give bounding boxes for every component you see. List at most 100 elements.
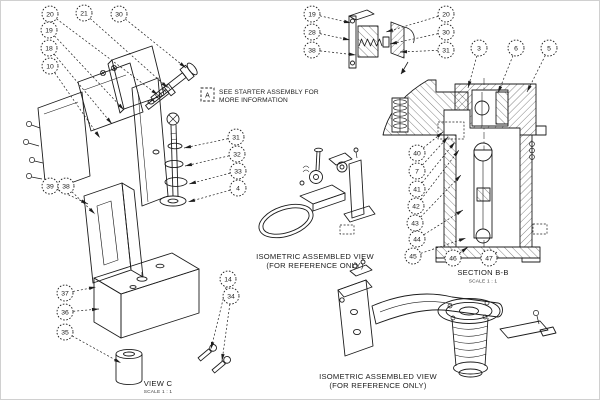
- detail-box: [532, 223, 548, 235]
- balloon-31-mini-exploded[interactable]: 31: [399, 41, 455, 59]
- balloon-circle[interactable]: [56, 284, 74, 302]
- balloon-number: 40: [413, 150, 421, 157]
- section-bb-scale: SCALE 1 : 1: [469, 279, 498, 285]
- leader-arrowhead: [390, 40, 398, 45]
- leader-arrowhead: [348, 52, 356, 56]
- balloon-circle[interactable]: [408, 230, 426, 248]
- balloon-circle[interactable]: [303, 5, 321, 23]
- leader-arrowhead: [527, 84, 532, 92]
- balloon-circle[interactable]: [229, 179, 247, 197]
- balloon-number: 41: [413, 186, 421, 193]
- balloon-20-view-c[interactable]: 20: [41, 5, 159, 96]
- latch-bracket: [390, 21, 405, 59]
- balloon-number: 30: [442, 29, 450, 36]
- balloon-circle[interactable]: [404, 247, 422, 265]
- balloon-31-view-c[interactable]: 31: [183, 128, 245, 149]
- balloon-number: 31: [442, 47, 450, 54]
- balloon-circle[interactable]: [228, 145, 246, 163]
- balloon-32-view-c[interactable]: 32: [184, 145, 246, 167]
- balloon-36-view-c[interactable]: 36: [56, 303, 100, 321]
- leader-arrowhead: [453, 150, 459, 157]
- balloon-circle[interactable]: [470, 39, 488, 57]
- balloon-circle[interactable]: [57, 177, 75, 195]
- bolt-icon: [150, 62, 198, 103]
- balloon-5-section-bb[interactable]: 5: [526, 39, 558, 93]
- balloon-circle[interactable]: [408, 162, 426, 180]
- balloon-40-section-bb[interactable]: 40: [408, 131, 444, 162]
- balloon-number: 43: [411, 220, 419, 227]
- balloon-38-mini-exploded[interactable]: 38: [303, 41, 357, 59]
- balloon-30-mini-exploded[interactable]: 30: [389, 23, 455, 45]
- balloon-38-view-c[interactable]: 38: [57, 177, 96, 215]
- balloon-7-section-bb[interactable]: 7: [408, 136, 449, 180]
- balloon-circle[interactable]: [507, 39, 525, 57]
- balloon-circle[interactable]: [406, 214, 424, 232]
- balloon-19-view-c[interactable]: 19: [40, 21, 125, 111]
- balloon-41-section-bb[interactable]: 41: [408, 141, 456, 198]
- balloon-circle[interactable]: [444, 249, 462, 267]
- balloon-circle[interactable]: [437, 5, 455, 23]
- leader-line: [71, 191, 96, 215]
- balloon-circle[interactable]: [56, 323, 74, 341]
- balloon-circle[interactable]: [229, 162, 247, 180]
- balloon-3-section-bb[interactable]: 3: [467, 39, 488, 89]
- balloon-43-section-bb[interactable]: 43: [406, 174, 462, 232]
- balloon-circle[interactable]: [110, 5, 128, 23]
- balloon-46-section-bb[interactable]: 46: [444, 246, 469, 267]
- leader-line: [187, 189, 231, 203]
- balloon-circle[interactable]: [408, 180, 426, 198]
- balloon-21-view-c[interactable]: 21: [75, 4, 169, 89]
- balloon-30-view-c[interactable]: 30: [110, 5, 187, 69]
- balloon-circle[interactable]: [41, 57, 59, 75]
- balloon-circle[interactable]: [219, 270, 237, 288]
- leader-line: [319, 15, 352, 24]
- balloon-circle[interactable]: [408, 144, 426, 162]
- washer-icon: [159, 195, 187, 207]
- balloon-circle[interactable]: [437, 41, 455, 59]
- balloon-44-section-bb[interactable]: 44: [408, 209, 464, 248]
- leader-line: [526, 55, 546, 93]
- balloon-circle[interactable]: [41, 5, 59, 23]
- back-plate: [131, 77, 169, 207]
- balloon-circle[interactable]: [227, 128, 245, 146]
- balloon-circle[interactable]: [480, 249, 498, 267]
- balloon-circle[interactable]: [303, 41, 321, 59]
- leader-arrowhead: [151, 89, 158, 95]
- leader-line: [389, 33, 439, 45]
- balloon-circle[interactable]: [437, 23, 455, 41]
- screw-icon: [197, 344, 217, 362]
- balloon-circle[interactable]: [56, 303, 74, 321]
- balloon-4-view-c[interactable]: 4: [187, 179, 247, 203]
- balloon-14-view-c[interactable]: 14: [210, 270, 237, 350]
- balloon-34-view-c[interactable]: 34: [221, 287, 240, 362]
- balloon-35-view-c[interactable]: 35: [56, 323, 122, 364]
- balloon-number: 38: [62, 183, 70, 190]
- leader-arrowhead: [461, 247, 468, 253]
- balloon-circle[interactable]: [222, 287, 240, 305]
- section-bb-caption: SECTION B-B SCALE 1 : 1: [457, 268, 508, 285]
- balloon-circle[interactable]: [40, 39, 58, 57]
- balloon-45-section-bb[interactable]: 45: [404, 237, 467, 265]
- iso-center-label-line2: (FOR REFERENCE ONLY): [266, 261, 363, 270]
- balloon-number: 19: [308, 11, 316, 18]
- balloon-20-mini-exploded[interactable]: 20: [385, 5, 455, 33]
- balloon-42-section-bb[interactable]: 42: [407, 149, 460, 215]
- balloon-circle[interactable]: [40, 21, 58, 39]
- balloon-28-mini-exploded[interactable]: 28: [303, 23, 351, 41]
- balloon-number: 5: [547, 45, 551, 52]
- balloon-19-mini-exploded[interactable]: 19: [303, 5, 352, 24]
- balloon-37-view-c[interactable]: 37: [56, 284, 97, 302]
- balloon-circle[interactable]: [407, 197, 425, 215]
- balloon-circle[interactable]: [75, 4, 93, 22]
- balloon-6-section-bb[interactable]: 6: [497, 39, 525, 94]
- balloon-10-view-c[interactable]: 10: [41, 57, 101, 139]
- balloon-47-section-bb[interactable]: 47: [480, 249, 498, 267]
- balloon-18-view-c[interactable]: 18: [40, 39, 113, 125]
- balloon-circle[interactable]: [540, 39, 558, 57]
- balloon-number: 47: [485, 255, 493, 262]
- balloon-circle[interactable]: [303, 23, 321, 41]
- view-c-scale: SCALE 1 : 1: [144, 389, 173, 395]
- leader-line: [183, 138, 229, 149]
- note-flag-box: [200, 87, 215, 102]
- balloon-33-view-c[interactable]: 33: [188, 162, 247, 185]
